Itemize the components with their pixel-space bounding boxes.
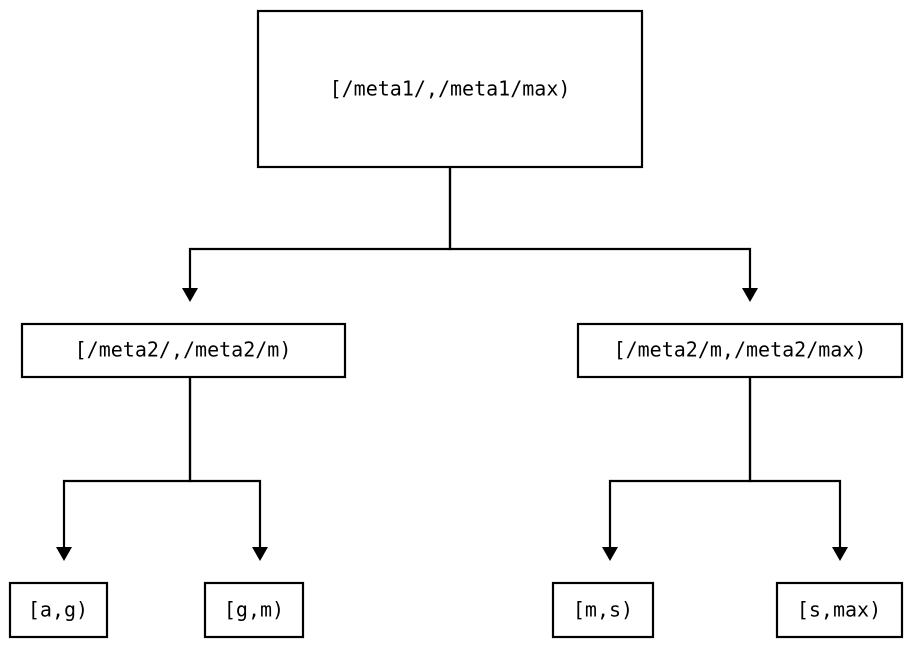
node-box[interactable] [775, 581, 904, 639]
edge-line [448, 167, 752, 288]
tree-node-leaf-a-g[interactable]: [a,g) [8, 581, 109, 639]
node-label: [/meta2/m,/meta2/max) [614, 338, 867, 362]
node-box[interactable] [551, 581, 655, 639]
arrowhead-icon [252, 547, 268, 561]
tree-node-leaf-s-max[interactable]: [s,max) [775, 581, 904, 639]
edge-mid-left-to-leaf-a-g [56, 377, 192, 561]
edge-root-to-mid-left [182, 167, 452, 302]
node-label: [/meta1/,/meta1/max) [330, 77, 571, 101]
arrowhead-icon [182, 288, 198, 302]
node-label: [/meta2/,/meta2/m) [75, 338, 292, 362]
tree-node-mid-left[interactable]: [/meta2/,/meta2/m) [20, 322, 347, 379]
node-box[interactable] [203, 581, 305, 639]
edge-line [748, 377, 842, 547]
edge-layer [56, 167, 848, 561]
arrowhead-icon [56, 547, 72, 561]
tree-node-leaf-m-s[interactable]: [m,s) [551, 581, 655, 639]
edge-root-to-mid-right [448, 167, 758, 302]
node-box[interactable] [256, 9, 644, 169]
tree-node-leaf-g-m[interactable]: [g,m) [203, 581, 305, 639]
node-box[interactable] [576, 322, 904, 379]
node-box[interactable] [20, 322, 347, 379]
node-label: [g,m) [224, 598, 284, 622]
arrowhead-icon [742, 288, 758, 302]
node-label: [a,g) [28, 598, 88, 622]
arrowhead-icon [832, 547, 848, 561]
edge-line [188, 377, 262, 547]
tree-node-mid-right[interactable]: [/meta2/m,/meta2/max) [576, 322, 904, 379]
arrowhead-icon [602, 547, 618, 561]
edge-line [62, 377, 192, 547]
node-label: [s,max) [797, 598, 881, 622]
edge-mid-right-to-leaf-s-max [748, 377, 848, 561]
edge-line [608, 377, 752, 547]
edge-mid-left-to-leaf-g-m [188, 377, 268, 561]
node-box[interactable] [8, 581, 109, 639]
edge-line [188, 167, 452, 288]
edge-mid-right-to-leaf-m-s [602, 377, 752, 561]
node-label: [m,s) [573, 598, 633, 622]
tree-node-root[interactable]: [/meta1/,/meta1/max) [256, 9, 644, 169]
node-layer: [/meta1/,/meta1/max) [/meta2/,/meta2/m) [/… [8, 9, 904, 639]
